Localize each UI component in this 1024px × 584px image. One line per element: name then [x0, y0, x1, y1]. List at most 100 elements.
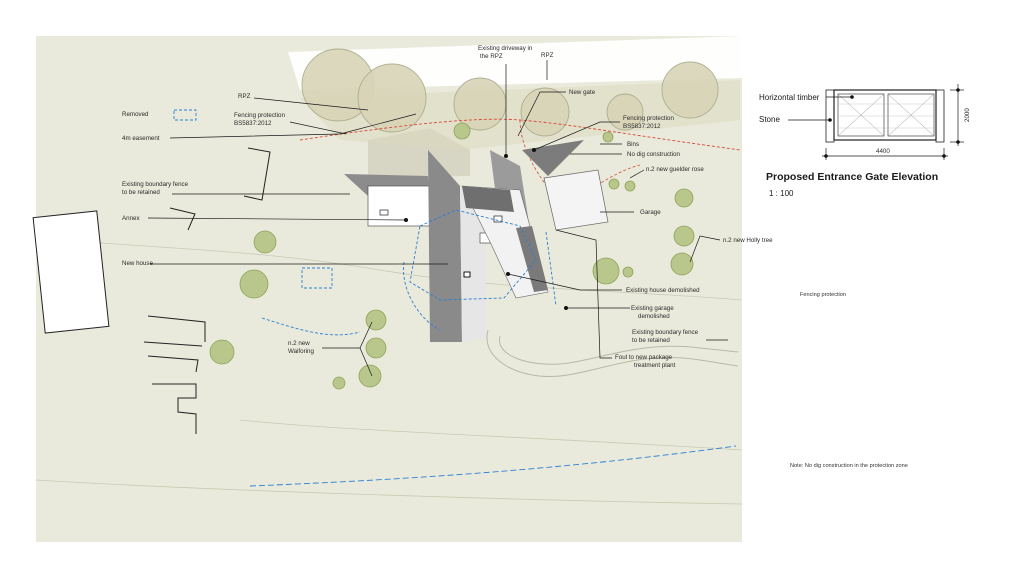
boundary-line [152, 383, 197, 434]
existing-tree [357, 63, 427, 133]
new-tree [358, 364, 382, 388]
leader-dot [504, 154, 508, 158]
label-foul-1: Foul to new package [615, 354, 673, 361]
new-tree [239, 269, 269, 299]
contour-line [35, 479, 743, 505]
new-house-window [463, 271, 471, 278]
label-existing-driveway-2: the RPZ [480, 53, 503, 60]
leader-line [629, 169, 645, 179]
existing-footprint [261, 317, 361, 336]
legend-note: Note: No dig construction in the protect… [790, 463, 908, 469]
label-bins: Bins [627, 141, 639, 148]
gate-leader-dot [850, 95, 854, 99]
new-tree [674, 188, 694, 208]
gate-dimension-dot [824, 154, 828, 158]
gate-elevation-scale: 1 : 100 [769, 189, 794, 198]
existing-footprint [409, 209, 537, 301]
new-tree [365, 309, 387, 331]
boundary-line [169, 207, 196, 231]
leader-line [517, 91, 566, 137]
new-house-roof-dark [428, 150, 462, 342]
label-new-house: New house [122, 260, 154, 267]
label-annex: Annex [122, 215, 140, 222]
label-boundary-left-1: Existing boundary fence [122, 181, 189, 188]
label-easement: 4m easement [122, 135, 160, 142]
gate-dim-width-text: 4400 [876, 148, 890, 155]
leader-dot [532, 148, 536, 152]
label-rpz-top: RPZ [541, 52, 554, 59]
label-foul-2: treatment plant [634, 362, 676, 369]
gate-diagonal [837, 93, 885, 137]
label-new-gate: New gate [569, 89, 596, 96]
boundary-line [243, 147, 271, 201]
gate-dimension-dot [956, 88, 960, 92]
boundary-line [143, 341, 203, 347]
gate-label-horizontal-timber: Horizontal timber [759, 93, 820, 102]
removed-marker [173, 109, 197, 121]
label-garage-demolished-2: demolished [638, 313, 670, 320]
wing-roof-dark [462, 186, 514, 212]
new-house-roof-light [460, 186, 486, 342]
existing-tree [453, 77, 507, 131]
annex-window [379, 209, 389, 216]
new-tree [209, 339, 235, 365]
wing-roof-dark [516, 226, 548, 292]
label-house-demolished: Existing house demolished [626, 287, 700, 294]
gate-leaf-right [887, 93, 935, 137]
label-fencing-left-2: BS5837:2012 [234, 120, 272, 127]
label-garage-demolished-1: Existing garage [631, 305, 674, 312]
gate-stone-pier-right [935, 89, 945, 143]
leader-dot [506, 272, 510, 276]
new-tree [624, 180, 636, 192]
label-boundary-left-2: to be retained [122, 189, 160, 196]
boundary-line [147, 355, 199, 373]
gate-elevation [788, 84, 964, 160]
new-tree [592, 257, 620, 285]
new-tree [602, 131, 614, 143]
leader-line [689, 235, 721, 263]
new-tree [608, 178, 620, 190]
label-fencing-left-1: Fencing protection [234, 112, 285, 119]
gate-dim-height-text: 2000 [964, 108, 971, 122]
gate-stone-pier-left [825, 89, 835, 143]
leader-line [147, 217, 407, 221]
legend-fencing-protection: Fencing protection [800, 292, 846, 298]
gate-label-stone: Stone [759, 115, 780, 124]
label-garage: Garage [640, 209, 661, 216]
leader-line [555, 229, 612, 359]
new-tree [332, 376, 346, 390]
contour-line [35, 237, 743, 301]
wing-window [493, 215, 503, 223]
label-rpz-left: RPZ [238, 93, 251, 100]
gate-leader-dot [828, 118, 832, 122]
leader-line [289, 121, 347, 135]
existing-house-wing [461, 185, 549, 299]
existing-tree [661, 61, 719, 119]
new-tree [673, 225, 695, 247]
existing-tree [520, 87, 570, 137]
outbuilding-outline [32, 210, 110, 334]
label-fencing-right-2: BS5837:2012 [623, 123, 661, 130]
fencing-line [249, 445, 737, 487]
gate-dimension-dot [942, 154, 946, 158]
label-waiforing-1: n.2 new [288, 340, 310, 347]
garage-roof-dark [522, 140, 584, 176]
new-tree [365, 337, 387, 359]
existing-tree [606, 93, 644, 131]
label-no-dig: No dig construction [627, 151, 681, 158]
garage-building [543, 169, 609, 231]
gate-diagonal [887, 93, 935, 137]
leader-line [507, 273, 622, 291]
existing-footprint [545, 231, 557, 307]
label-boundary-right-1: Existing boundary fence [632, 329, 699, 336]
leader-line [253, 97, 369, 111]
leader-dot [564, 306, 568, 310]
leader-line [533, 121, 620, 151]
gate-elevation-title: Proposed Entrance Gate Elevation [766, 171, 938, 183]
label-fencing-right-1: Fencing protection [623, 115, 674, 122]
annex-building [367, 185, 431, 227]
leader-dot [404, 218, 408, 222]
new-tree [253, 230, 277, 254]
